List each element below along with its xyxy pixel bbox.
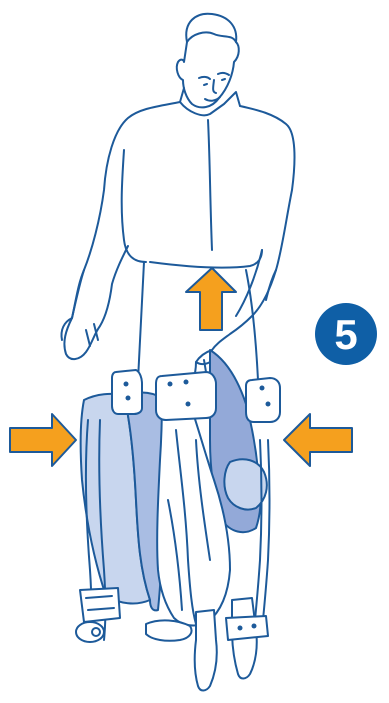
person-hair bbox=[187, 32, 236, 42]
rivet bbox=[168, 382, 173, 387]
handle-block-left bbox=[112, 370, 142, 414]
folded-product bbox=[76, 350, 280, 691]
handle-block-right bbox=[246, 378, 280, 422]
person-shirt-seams bbox=[122, 120, 262, 268]
rivet bbox=[260, 386, 265, 391]
leg-center bbox=[195, 610, 217, 691]
rivet bbox=[252, 624, 257, 629]
handle-block-center bbox=[156, 372, 216, 420]
hinge-left bbox=[80, 588, 120, 622]
wheel-left bbox=[76, 622, 104, 642]
rivet bbox=[186, 402, 191, 407]
rivet bbox=[266, 402, 271, 407]
arrow-left-icon bbox=[284, 414, 352, 466]
person-shirt bbox=[72, 102, 294, 318]
person-left-arm bbox=[64, 246, 128, 359]
rivet bbox=[124, 382, 129, 387]
rivet bbox=[126, 396, 131, 401]
arrow-up-icon bbox=[186, 268, 236, 330]
step-number: 5 bbox=[334, 311, 357, 358]
feet-center bbox=[146, 620, 192, 640]
person-head bbox=[177, 14, 239, 108]
person-figure bbox=[61, 14, 294, 380]
arrow-right-icon bbox=[10, 414, 76, 466]
rivet bbox=[238, 626, 243, 631]
person-face bbox=[199, 73, 229, 101]
step-badge: 5 bbox=[315, 303, 377, 365]
hinge-right bbox=[226, 616, 268, 640]
rivet bbox=[184, 380, 189, 385]
